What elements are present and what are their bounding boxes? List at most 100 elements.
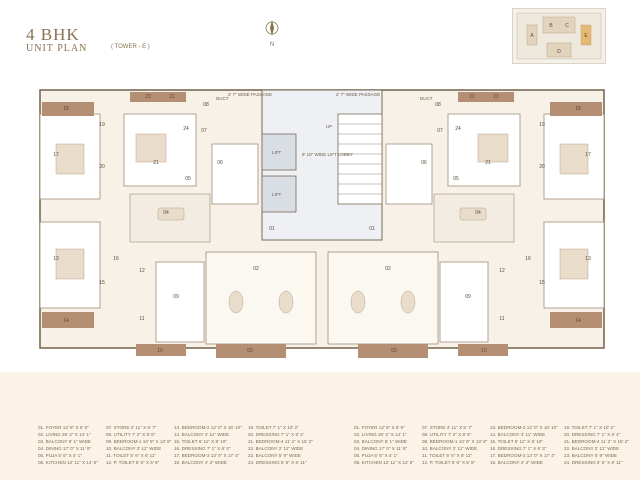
duct-right-label: DUCT — [420, 96, 433, 101]
legend-item: 18. BALCONY 4' 3" WIDE — [490, 460, 543, 465]
room-number-left: 02 — [253, 266, 259, 272]
legend-item: 05. PUJA 5' 6" X 4' 1" — [354, 453, 398, 458]
room-living-right — [327, 251, 439, 345]
room-number-right: 09 — [465, 294, 471, 300]
legend-item: 03. BALCONY 6' 1" WIDE — [354, 439, 407, 444]
legend-item: 09. BEDROOM-1 10' 9" X 13' 8" — [422, 439, 488, 444]
room-number-right: 15 — [539, 280, 545, 286]
legend-item: 06. KITCHEN 12' 11" X 14' 5" — [354, 460, 414, 465]
legend-item: 22. BALCONY 2' 11" WIDE — [564, 446, 620, 451]
lift-lobby-label: 9' 10" WIDE LIFT LOBBY — [302, 152, 353, 157]
room-number-left: 18 — [63, 106, 69, 112]
north-arrow-icon: N — [265, 20, 279, 48]
balcony-14-left — [42, 312, 94, 328]
legend-item: 14. BALCONY 4' 11" WIDE — [174, 432, 230, 437]
legend-item: 13. BEDROOM-2 12' 0" X 16' 10" — [174, 425, 242, 430]
legend-item: 13. BEDROOM-2 12' 0" X 16' 10" — [490, 425, 558, 430]
legend-item: 07. STORE 4' 11" X 5' 7" — [106, 425, 157, 430]
key-unit-b: B — [549, 23, 553, 29]
room-number-right: 01 — [369, 226, 375, 232]
room-number-right: 05 — [453, 176, 459, 182]
room-number-right: 03 — [391, 348, 397, 354]
balcony-14-right — [550, 312, 602, 328]
legend-item: 16. DRESSING 7' 1" X 6' 3" — [174, 446, 231, 451]
room-number-right: 08 — [435, 102, 441, 108]
room-number-left: 16 — [113, 256, 119, 262]
room-number-right: 11 — [499, 316, 504, 322]
floor-plan: 2' 7" WIDE PASSAGE 2' 7" WIDE PASSAGE 9'… — [39, 89, 605, 358]
room-number-right: 16 — [525, 256, 531, 262]
room-number-left: 10 — [157, 348, 163, 354]
room-number-left: 06 — [217, 160, 223, 166]
legend-item: 04. DINING 17' 0" X 11' 8" — [38, 446, 92, 451]
legend-item: 19. TOILET 7' 1" X 10' 2" — [564, 425, 615, 430]
legend-item: 20. DRESSING 7' 1" X 6' 4" — [248, 432, 305, 437]
legend-item: 08. UTILITY 7' 2" X 8' 8" — [106, 432, 156, 437]
balcony-18-left — [42, 102, 94, 116]
room-bedroom-1-right — [439, 261, 489, 343]
legend-item: 21. BEDROOM-4 11' 2" X 15' 2" — [564, 439, 629, 444]
room-number-left: 22 — [169, 94, 175, 100]
balcony-18-right — [550, 102, 602, 116]
balcony-03-left — [216, 344, 286, 358]
key-unit-e: E — [584, 33, 588, 39]
room-number-left: 15 — [99, 280, 105, 286]
passage-left-label: 2' 7" WIDE PASSAGE — [228, 92, 272, 97]
lift-1 — [261, 133, 297, 171]
room-number-left: 12 — [139, 268, 145, 274]
legend-item: 06. KITCHEN 12' 11" X 14' 5" — [38, 460, 98, 465]
room-number-right: 02 — [385, 266, 391, 272]
legend-item: 17. BEDROOM-3 13' 0" X 17' 4" — [174, 453, 240, 458]
room-number-left: 08 — [203, 102, 209, 108]
legend-item: 24. DRESSING 5' 6" X 6' 11" — [248, 460, 307, 465]
room-number-right: 24 — [455, 126, 461, 132]
room-number-left: 19 — [99, 122, 105, 128]
balcony-10-left — [136, 344, 186, 356]
room-number-left: 20 — [99, 164, 105, 170]
room-number-right: 12 — [499, 268, 505, 274]
duct-left-label: DUCT — [216, 96, 229, 101]
legend-item: 19. TOILET 7' 1" X 10' 2" — [248, 425, 299, 430]
key-unit-a: A — [530, 33, 534, 39]
room-number-left: 05 — [185, 176, 191, 182]
plan-title: 4 BHK UNIT PLAN ( TOWER - E ) — [26, 26, 166, 55]
balcony-23-left — [130, 92, 186, 102]
title-unit-plan: UNIT PLAN — [26, 43, 88, 54]
room-number-left: 07 — [201, 128, 207, 134]
room-number-right: 20 — [539, 164, 545, 170]
legend-item: 12. P. TOILET 5' 6" X 5' 9" — [422, 460, 476, 465]
legend-item: 12. P. TOILET 5' 6" X 5' 9" — [106, 460, 160, 465]
legend-item: 21. BEDROOM-4 11' 2" X 15' 2" — [248, 439, 313, 444]
legend-item: 11. TOILET 5' 6" X 8' 11" — [422, 453, 473, 458]
room-number-right: 23 — [493, 94, 499, 100]
room-number-right: 21 — [485, 160, 491, 166]
balcony-10-right — [458, 344, 508, 356]
legend-item: 22. BALCONY 2' 11" WIDE — [248, 446, 304, 451]
room-number-left: 11 — [139, 316, 144, 322]
legend-item: 02. LIVING 26' 4" X 14' 1" — [38, 432, 91, 437]
legend-item: 24. DRESSING 5' 6" X 6' 11" — [564, 460, 623, 465]
room-number-right: 13 — [585, 256, 591, 262]
room-number-right: 14 — [575, 318, 581, 324]
north-label: N — [270, 42, 274, 48]
legend-item: 11. TOILET 5' 6" X 8' 11" — [106, 453, 157, 458]
room-number-right: 07 — [437, 128, 443, 134]
room-number-right: 10 — [481, 348, 487, 354]
room-number-right: 18 — [575, 106, 581, 112]
room-number-right: 22 — [469, 94, 475, 100]
key-unit-c: C — [565, 23, 569, 29]
legend-item: 02. LIVING 26' 4" X 14' 1" — [354, 432, 407, 437]
balcony-03-right — [358, 344, 428, 358]
room-number-left: 23 — [145, 94, 151, 100]
room-number-right: 04 — [475, 210, 481, 216]
legend-item: 16. DRESSING 7' 1" X 6' 3" — [490, 446, 547, 451]
room-number-left: 01 — [269, 226, 275, 232]
room-number-left: 21 — [153, 160, 159, 166]
legend-item: 10. BALCONY 2' 11" WIDE — [106, 446, 162, 451]
title-bhk: 4 BHK — [26, 25, 80, 44]
legend-item: 09. BEDROOM-1 10' 9" X 13' 8" — [106, 439, 172, 444]
title-tower: ( TOWER - E ) — [111, 44, 150, 50]
room-number-left: 04 — [163, 210, 169, 216]
lift-2 — [261, 175, 297, 213]
room-number-right: 06 — [421, 160, 427, 166]
